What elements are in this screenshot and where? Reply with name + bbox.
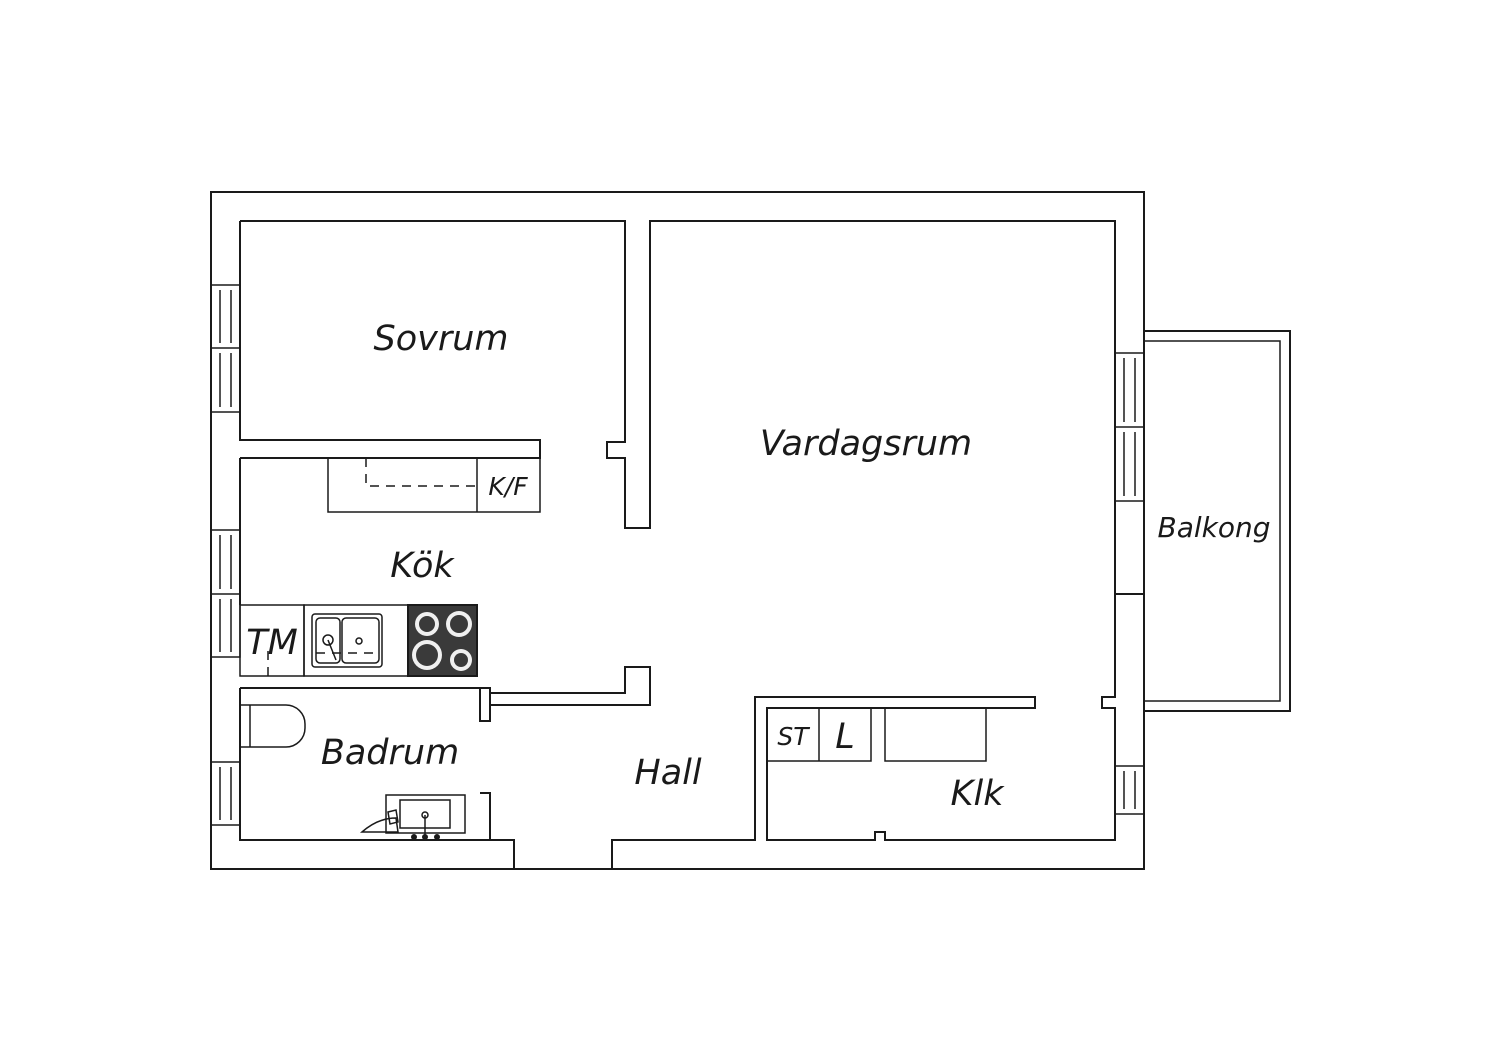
room-label-vardagsrum: Vardagsrum — [760, 424, 972, 464]
fixture-label-l: L — [835, 717, 855, 757]
toilet — [240, 704, 306, 748]
sink — [303, 604, 409, 677]
window-badrum — [210, 761, 241, 826]
closet-st-l — [766, 707, 872, 762]
room-label-hall: Hall — [634, 753, 701, 793]
badrum-wall — [239, 688, 515, 869]
window-klk — [1114, 765, 1145, 815]
fridge-freezer — [327, 457, 541, 513]
fixture-label-kf: K/F — [488, 472, 528, 501]
stove — [407, 604, 478, 677]
badrum-door-jamb — [480, 792, 491, 840]
closet-klk — [884, 707, 987, 762]
fixture-label-st: ST — [777, 722, 810, 751]
washbasin — [360, 794, 466, 840]
room-label-badrum: Badrum — [321, 733, 459, 773]
room-label-balkong: Balkong — [1157, 511, 1270, 544]
bath-top-wall — [240, 687, 491, 722]
kitchen-bath-partition — [490, 666, 651, 706]
hall-klk-wall — [611, 593, 1144, 869]
window-sovrum — [210, 284, 241, 413]
fixture-label-tm: TM — [246, 623, 298, 663]
window-vardagsrum — [1114, 352, 1145, 502]
room-label-klk: Klk — [951, 774, 1006, 814]
window-kok — [210, 529, 241, 658]
room-label-sovrum: Sovrum — [373, 319, 508, 359]
balcony-inner — [1143, 340, 1281, 702]
sovrum-wall — [240, 220, 1116, 529]
room-label-kok: Kök — [390, 546, 455, 586]
